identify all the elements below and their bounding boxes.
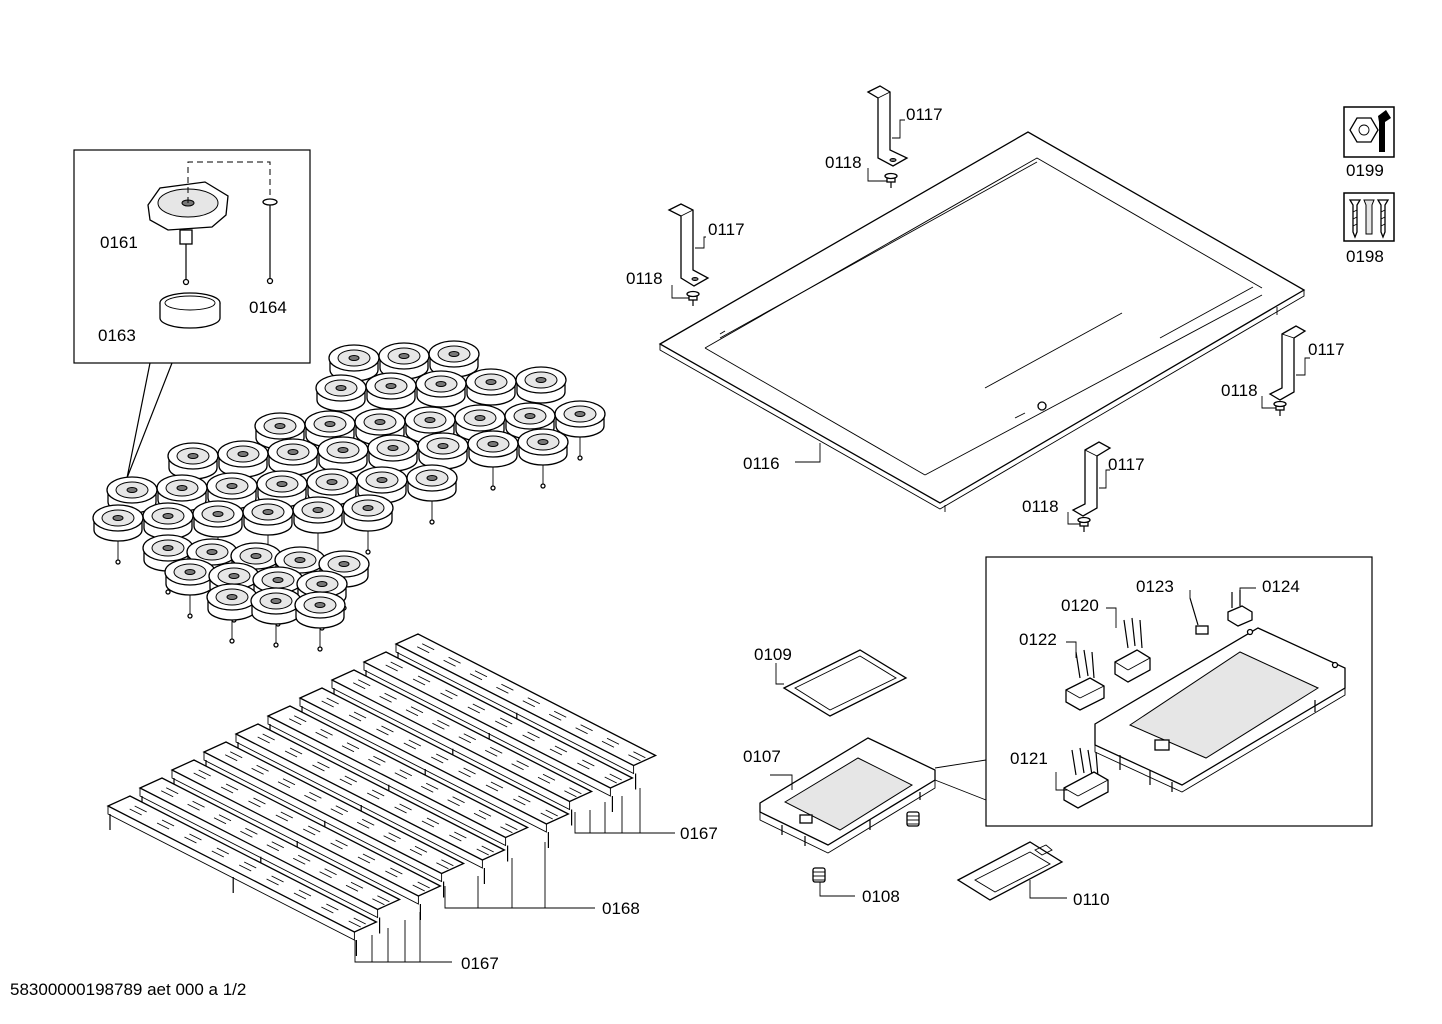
rail-unit	[330, 669, 594, 826]
bracket-right: 0117 0118	[1221, 325, 1345, 416]
coil-detail-box: 0161 0164 0163	[73, 149, 311, 479]
rail-unit	[202, 741, 466, 898]
bracket-left: 0117 0118	[626, 203, 745, 306]
label-0117-right: 0117	[1308, 340, 1345, 359]
coil-unit	[242, 498, 294, 559]
coil-unit	[406, 464, 458, 525]
label-0122: 0122	[1019, 630, 1057, 649]
spring-right	[906, 811, 920, 827]
label-0120: 0120	[1061, 596, 1099, 615]
coil-unit	[192, 500, 244, 561]
label-0117-left: 0117	[708, 220, 745, 239]
connector-0124: 0124	[1227, 577, 1300, 627]
label-sticker: 0110	[956, 841, 1110, 909]
screw-right	[1273, 400, 1287, 416]
connector-0122: 0122	[1019, 630, 1105, 711]
connector-0121: 0121	[1010, 747, 1109, 809]
label-0117-top: 0117	[906, 105, 943, 124]
label-0118-left: 0118	[626, 269, 663, 288]
label-0118-top: 0118	[825, 153, 862, 172]
coil-unit	[294, 591, 346, 652]
label-0123: 0123	[1136, 577, 1174, 596]
coil-unit	[317, 436, 369, 497]
coil-unit	[254, 412, 306, 473]
coil-unit	[342, 494, 394, 555]
label-0198: 0198	[1346, 247, 1384, 266]
rail-unit	[298, 687, 570, 848]
coil-unit	[318, 550, 370, 611]
connector-0123: 0123	[1136, 577, 1209, 635]
label-0118-right: 0118	[1221, 381, 1258, 400]
glass-ceramic-top: 0116	[658, 131, 1306, 512]
coil-unit	[267, 438, 319, 499]
connector-0120: 0120	[1061, 596, 1151, 683]
coil-unit	[554, 400, 606, 461]
coil-unit	[292, 496, 344, 557]
label-0109: 0109	[754, 645, 792, 664]
bracket-bottom: 0117 0118	[1022, 441, 1145, 532]
coil-unit	[365, 372, 417, 433]
screw-top	[884, 172, 898, 188]
insulation-sheet: 0109	[754, 645, 908, 717]
label-0199: 0199	[1346, 161, 1384, 180]
coil-unit	[92, 504, 144, 565]
coil-unit	[515, 366, 567, 427]
coil-unit	[142, 534, 194, 595]
label-0110: 0110	[1073, 890, 1110, 909]
label-0164: 0164	[249, 298, 287, 317]
document-id: 58300000198789 aet 000 a 1/2	[10, 980, 247, 999]
label-0107: 0107	[743, 747, 781, 766]
label-0121: 0121	[1010, 749, 1048, 768]
label-0168: 0168	[602, 899, 640, 918]
coil-unit	[167, 442, 219, 503]
coil-unit	[164, 558, 216, 619]
label-0167-upper: 0167	[680, 824, 718, 843]
rail-unit	[234, 723, 506, 884]
screw-bottom	[1077, 516, 1091, 532]
sensor-part	[187, 161, 278, 285]
coil-unit	[517, 428, 569, 489]
coil-unit	[206, 472, 258, 533]
coil-unit	[142, 502, 194, 563]
electronics-detail-box: 0122 0120 0123 0124	[985, 556, 1373, 827]
coil-unit	[417, 432, 469, 493]
coil-unit	[467, 430, 519, 491]
coil-unit	[367, 434, 419, 495]
coil-unit	[378, 342, 430, 403]
bracket-top: 0117 0118	[825, 85, 943, 188]
rail-unit	[138, 777, 402, 934]
label-0161: 0161	[100, 233, 138, 252]
rail-unit	[106, 795, 378, 956]
label-0124: 0124	[1262, 577, 1300, 596]
coil-unit	[250, 587, 302, 648]
coil-unit	[465, 368, 517, 429]
rail-array	[106, 633, 658, 956]
screws-icon: 0198	[1343, 192, 1395, 266]
ring-part	[159, 292, 221, 329]
rail-leaders: 0167 0168 0167	[354, 788, 718, 973]
coil-unit	[206, 583, 258, 644]
label-0116: 0116	[743, 454, 780, 473]
screw-left	[686, 290, 700, 306]
spring-left: 0108	[812, 867, 900, 906]
control-module: 0107	[743, 737, 987, 854]
label-0108: 0108	[862, 887, 900, 906]
wrench-nut-icon: 0199	[1343, 106, 1395, 180]
rail-unit	[362, 651, 634, 812]
coil-array	[92, 340, 606, 652]
label-0118-bottom: 0118	[1022, 497, 1059, 516]
label-0167-lower: 0167	[461, 954, 499, 973]
label-0163: 0163	[98, 326, 136, 345]
label-0117-bottom: 0117	[1108, 455, 1145, 474]
